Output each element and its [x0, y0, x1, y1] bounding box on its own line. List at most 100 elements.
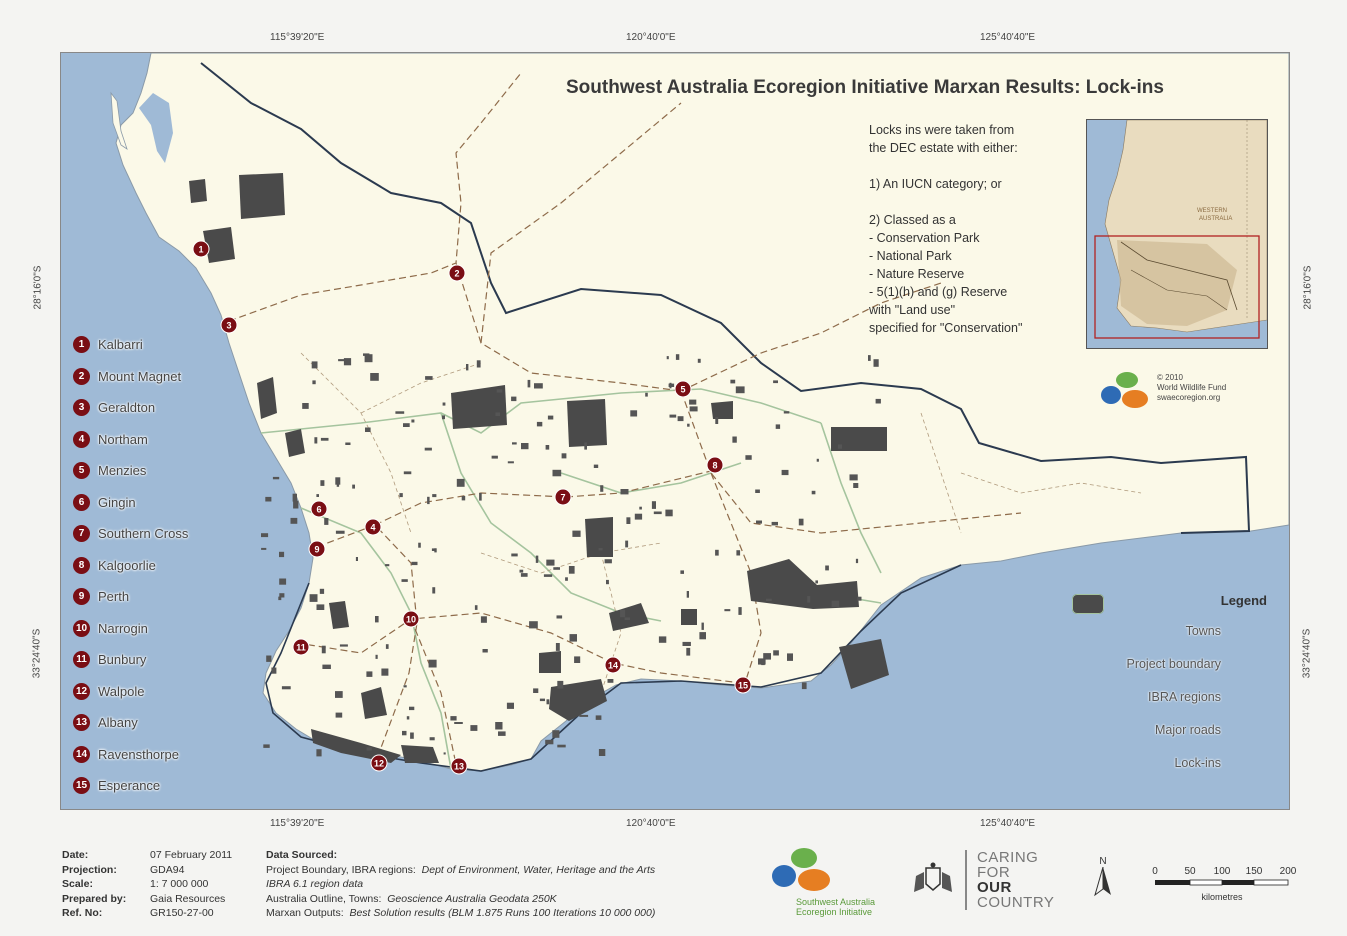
lock-in-patch: [429, 737, 435, 741]
lock-in-patch: [653, 511, 662, 515]
town-marker-label: 11: [296, 643, 306, 653]
lock-in-patch: [755, 489, 760, 493]
town-number-badge: 10: [73, 619, 90, 637]
town-name: Menzies: [98, 463, 147, 479]
lock-in-patch: [771, 521, 778, 526]
criteria-line: 2) Classed as a: [869, 213, 956, 227]
lock-in-patch: [873, 359, 879, 367]
lock-in-patch: [512, 442, 517, 445]
legend-item-lock-ins: Lock-ins: [1071, 595, 1267, 779]
criteria-line: the DEC estate with either:: [869, 141, 1018, 155]
lock-in-patch: [756, 520, 762, 524]
lock-in-patch: [366, 747, 372, 751]
town-marker[interactable]: 12: [370, 754, 388, 772]
criteria-line: [869, 193, 1022, 211]
town-number-badge: 11: [73, 651, 90, 669]
lock-in-patch: [561, 453, 567, 459]
lock-in-patch: [831, 600, 840, 607]
svg-text:0: 0: [1152, 866, 1158, 877]
lock-in-patch: [345, 442, 351, 445]
copyright: © 2010 World Wildlife Fund swaecoregion.…: [1157, 373, 1227, 402]
lock-in-patch: [375, 654, 378, 659]
lock-in-patch: [732, 436, 737, 443]
lock-in-patch: [682, 641, 691, 646]
lock-in-patch: [553, 567, 560, 570]
graticule-bottom-1: 115°39'20"E: [270, 818, 325, 829]
town-number-badge: 6: [73, 493, 90, 511]
town-marker[interactable]: 6: [310, 500, 328, 518]
lock-in-patch: [279, 578, 287, 585]
lock-in-patch: [801, 682, 807, 690]
town-marker[interactable]: 3: [220, 316, 238, 334]
town-marker-label: 15: [738, 681, 748, 691]
lock-in-patch: [428, 659, 437, 668]
lock-in-patch: [466, 364, 469, 371]
lock-in-patch: [442, 402, 446, 406]
town-marker[interactable]: 9: [308, 540, 326, 558]
town-marker[interactable]: 4: [364, 518, 382, 536]
lock-in-patch: [263, 744, 270, 748]
town-marker[interactable]: 8: [706, 456, 724, 474]
town-marker-label: 9: [314, 545, 319, 555]
lock-in-patch: [265, 496, 272, 502]
lock-in-patch: [319, 588, 325, 594]
town-marker[interactable]: 2: [448, 264, 466, 282]
lock-in-patch: [815, 580, 818, 584]
town-name: Narrogin: [98, 620, 148, 636]
lock-in-patch: [470, 725, 478, 731]
town-marker[interactable]: 10: [402, 610, 420, 628]
town-marker[interactable]: 5: [674, 380, 692, 398]
lock-in-patch: [316, 749, 322, 757]
lock-in-patch: [511, 396, 517, 402]
legend-item-major-roads: Major roads: [1073, 598, 1221, 737]
lock-in-patch: [875, 398, 881, 404]
town-name: Bunbury: [98, 652, 147, 668]
lock-in-patch: [324, 518, 329, 525]
lock-in-patch: [546, 699, 550, 705]
lock-in-patch: [424, 447, 432, 451]
lock-in-patch: [600, 485, 604, 492]
graticule-bottom-2: 120°40'0"E: [626, 818, 676, 829]
town-marker-label: 1: [198, 245, 203, 255]
lock-in-patch: [450, 716, 457, 721]
lock-in-patch: [630, 410, 638, 417]
town-marker[interactable]: 13: [450, 757, 468, 775]
lock-in-patch: [715, 549, 719, 556]
town-marker[interactable]: 1: [192, 240, 210, 258]
lock-in-patch: [495, 722, 503, 730]
town-marker[interactable]: 7: [554, 488, 572, 506]
lock-in-patch: [402, 730, 407, 736]
lock-in-patch: [837, 444, 842, 449]
town-marker-label: 7: [560, 493, 565, 503]
ecoregion-logo: Southwest Australia Ecoregion Initiative: [768, 846, 875, 917]
lock-in-patch: [798, 518, 804, 526]
caring-for-our-country-logo: CARING FOR OUR COUNTRY: [965, 850, 1054, 910]
lock-in-patch: [474, 605, 478, 610]
town-marker[interactable]: 11: [292, 638, 310, 656]
shark-bay-island: [110, 91, 128, 150]
criteria-line: - National Park: [869, 249, 952, 263]
legend: Legend Towns Project boundary IBRA regio…: [1071, 593, 1267, 779]
graticule-left-2: 33°24'40"S: [31, 628, 43, 679]
lock-in-patch: [311, 361, 318, 369]
town-marker-label: 3: [226, 321, 231, 331]
town-marker[interactable]: 15: [734, 676, 752, 694]
town-number-badge: 9: [73, 588, 90, 606]
lock-in-patch: [335, 691, 343, 698]
lock-in-patch: [620, 489, 629, 495]
lock-in-patch: [425, 376, 433, 380]
lock-in-patch: [385, 564, 390, 567]
lock-in-patch: [868, 355, 871, 361]
town-marker[interactable]: 14: [604, 656, 622, 674]
svg-text:kilometres: kilometres: [1201, 892, 1243, 902]
lock-in-patch: [409, 706, 415, 711]
graticule-top-2: 120°40'0"E: [626, 32, 676, 43]
lock-in-patch: [290, 517, 298, 524]
lock-in-patch: [665, 509, 673, 517]
